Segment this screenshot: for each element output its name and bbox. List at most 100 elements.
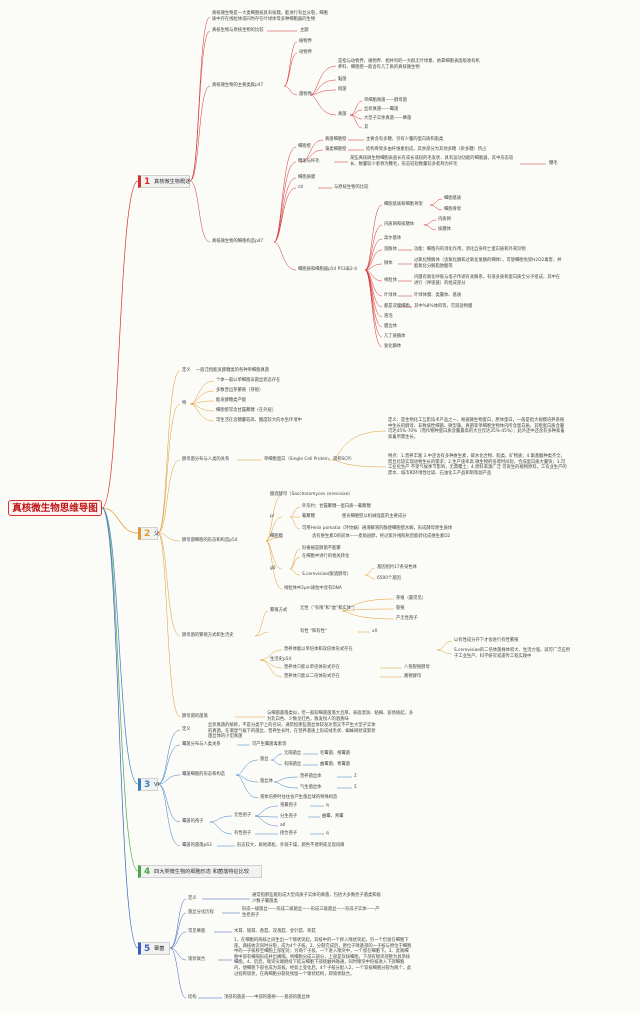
node-algae-wall[interactable]: 藻类细胞壁 <box>325 147 347 152</box>
node-other-type[interactable]: 其 <box>364 125 369 130</box>
node-life-3[interactable]: 营养体只能以二倍体形式存在 <box>284 674 340 679</box>
node-flagella[interactable]: 鞭毛与纤毛 <box>298 159 320 164</box>
node-microbody[interactable]: 微体 <box>384 261 393 266</box>
node-hyphal-development[interactable]: 菌丝分化历程 <box>188 910 214 915</box>
node-sexual-spores-mold[interactable]: 有性孢子 <box>234 831 252 836</box>
node-algae-wall-note[interactable]: 结构骨架多由纤维素组成，其余部分为其他多糖（杂多糖）所占 <box>366 147 487 152</box>
node-aerial-note[interactable]: Σ <box>354 785 357 790</box>
node-chitosome[interactable]: 几丁质酶体 <box>384 334 406 339</box>
node-yeast-def[interactable]: 一般泛指能发酵糖类的各种单细胞真菌 <box>196 368 270 373</box>
node-yeast-type[interactable]: 单细胞真菌——酵母菌 <box>364 98 407 103</box>
node-nonseptate[interactable]: 无隔菌丝 <box>284 751 302 756</box>
node-mold-type[interactable]: 丝状真菌——霉菌 <box>364 107 399 112</box>
node-er[interactable]: 内质网 <box>438 217 451 222</box>
node-yeast-colony[interactable]: 酵母菌的菌落 <box>182 714 208 719</box>
node-fungal-wall[interactable]: 真菌细胞壁 <box>325 137 347 142</box>
node-mold-spores[interactable]: 霉菌的孢子 <box>182 819 204 824</box>
node-asexual-spores[interactable]: 产无性孢子 <box>396 616 418 621</box>
node-clamp-connection[interactable]: 锁状联合 <box>188 957 206 962</box>
node-ctl-note[interactable]: 与原核生物的比较 <box>334 185 369 190</box>
node-saccharomycodes[interactable]: 路德酵母 <box>404 674 422 679</box>
node-vegetative-note[interactable]: Σ <box>354 774 357 779</box>
node-mold-def[interactable]: 丝状真菌的统称，不是分类学上的名词，通常指那些菌丝体较发达而又不产生大型子实体的… <box>208 723 376 740</box>
node-hydrogenosome[interactable]: 氢化酶体 <box>384 344 402 349</box>
node-cell-wall[interactable]: 细胞壁 <box>298 144 311 149</box>
node-vacuole[interactable]: 液泡 <box>384 314 393 319</box>
node-asexual[interactable]: 无性（"有限"和"虚"和实体"） <box>300 606 358 611</box>
node-mycelium[interactable]: 菌丝体 <box>260 779 273 784</box>
node-flagella-side[interactable]: 鞭毛 <box>549 161 558 166</box>
node-er-ribosome[interactable]: 内质网和核糖体 <box>384 222 415 227</box>
node-nucleus-label[interactable]: g0 <box>270 566 276 571</box>
node-mushroom-def-label[interactable]: 定义 <box>188 896 197 901</box>
node-common-mushrooms[interactable]: 常见蕈菌 <box>188 929 206 934</box>
node-sporangiospore-note[interactable]: q <box>326 803 329 808</box>
node-genes[interactable]: 6500个基因 <box>377 576 401 581</box>
node-organelles[interactable]: 细胞质和细胞器p54 P53表2-4 <box>298 267 358 272</box>
node-hyphal-development-note[interactable]: 形成一级菌丝——形成二级菌丝——形成三级菌丝——形成子实体——产生担孢子 <box>242 907 380 918</box>
node-mushroom-structure-note[interactable]: 顶部的菌盖——中部的菌柄——基部的菌丝体 <box>224 995 310 1000</box>
node-scp[interactable]: 单细胞蛋白（Single Cell Protein，简称SCP） <box>264 457 355 462</box>
node-mitochondria-note[interactable]: 内膜有氧化呼吸与电子传递有关酶系，有很多质和蛋白质全分子组成，其中在进行（呼吸链… <box>414 275 561 286</box>
node-yeast-membrane[interactable]: 细胞膜 <box>270 534 283 539</box>
node-asexual-spores-mold[interactable]: 无性孢子 <box>234 813 252 818</box>
node-chloroplast-note[interactable]: 叶绿体膜、类囊体、基质 <box>414 293 462 298</box>
node-fungal-wall-note[interactable]: 主要含有多糖，另有少量的蛋白质和脂类 <box>366 137 444 142</box>
node-life-2[interactable]: 营养体只能以单倍体形式存在 <box>284 665 340 670</box>
node-mycelial-pellet[interactable]: 液体培养时往往会产生菌丝球的特殊构造 <box>260 795 338 800</box>
node-yeast-distribution[interactable]: 酵母菌分布与人类的关系 <box>182 457 230 462</box>
node-flagella-note[interactable]: 某些真核微生物细胞表面长有或长或短的毛发状、具有运动功能的细胞器，其中形态较长、… <box>350 156 514 167</box>
node-cytomatrix[interactable]: 细胞基质 <box>444 196 462 201</box>
node-scp-definition[interactable]: 定义：是生物化工互影技术产品之一，根据微生物蛋白，原体蛋白，一般是指大规模培养系… <box>388 418 565 440</box>
node-lysosome-note[interactable]: 功能：细胞内的消化作用，消化自身死亡蛋白质和外来异物 <box>414 247 526 252</box>
node-sexual-x[interactable]: xX <box>372 629 378 634</box>
node-yeast-def-label[interactable]: 定义 <box>182 368 191 373</box>
node-compare[interactable]: 真核生物与原核生物的比较 <box>212 28 264 33</box>
node-vegetative-mycelium[interactable]: 营养菌丝体 <box>300 774 322 779</box>
node-septate-examples[interactable]: 曲霉菌、青霉菌 <box>320 762 351 767</box>
node-scp-features[interactable]: 特点：1.营养丰富 3.中还含有多种维生素，碳水化合物、脂类、矿物质；4.氨基酸… <box>388 454 567 476</box>
node-lomasome[interactable]: 膜边体 <box>384 324 397 329</box>
node-yeast-feature[interactable]: 多数营出芽繁殖（芽殖） <box>216 388 264 393</box>
node-mushroom-structure[interactable]: 结构 <box>188 995 197 1000</box>
node-fungi-kingdom[interactable]: 菌物界 <box>299 92 312 97</box>
node-schizosaccharomyces[interactable]: 八孢裂殖酵母 <box>404 665 430 670</box>
node-nonseptate-examples[interactable]: 毛霉菌、根霉菌 <box>320 751 351 756</box>
node-mold-colony-note[interactable]: 形态较大，质地疏松，外观干燥，颜色不透明或呈现肉眼 <box>237 843 345 848</box>
node-pseudofungi[interactable]: 假菌 <box>338 87 347 92</box>
node-plant[interactable]: 植物界 <box>299 39 312 44</box>
node-yeast-features-label[interactable]: 特 <box>182 401 187 406</box>
node-golgi[interactable]: 高尔基体 <box>384 236 402 241</box>
node-sporangiospore[interactable]: 孢囊孢子 <box>280 803 298 808</box>
node-yeast-feature[interactable]: 细胞壁常含甘露聚糖（在外层） <box>216 408 277 413</box>
node-budding[interactable]: 芽殖（最常见） <box>396 596 427 601</box>
node-nucleus-1[interactable]: 形植被是酵菌不能繁 <box>302 546 341 551</box>
node-mold-distribution-note[interactable]: 可产生霉菌毒素等 <box>252 742 287 747</box>
node-mold-def-label[interactable]: 定义 <box>182 727 191 732</box>
node-ctl[interactable]: ctl <box>298 185 304 190</box>
node-yeast-colony-note[interactable]: 与细菌菌落类似，但一般较细菌菌落大且厚，表面湿润、粘稠、容易挑起，多为乳白色、少… <box>267 711 414 722</box>
node-definition[interactable]: 真核微生物是一大类细胞核具有核膜，能进行有丝分裂，细胞质中存在线粒体或同时存在叶… <box>212 11 329 22</box>
node-yeast-morphology[interactable]: 酵母菌细胞的形态和构造p54 <box>182 538 238 543</box>
node-common-mushrooms-note[interactable]: 木耳、银耳、香菇、双孢菇、金针菇、草菇 <box>234 929 316 934</box>
node-conidium[interactable]: 分生孢子 <box>280 814 298 819</box>
node-septate[interactable]: 有隔菌丝 <box>284 762 302 767</box>
node-hypha[interactable]: 菌丝 <box>260 757 269 762</box>
node-spore-other[interactable]: a0 <box>280 823 286 828</box>
node-helix-pomatia[interactable]: 可用Helix pomatia（环纹蜗）通滑解液的酶使细胞壁水解，形成酵母原生质… <box>302 526 453 531</box>
node-slime-mold[interactable]: 黏菌 <box>338 77 347 82</box>
node-animal[interactable]: 动物界 <box>299 50 312 55</box>
node-glucan-note[interactable]: 使光细胞壁以机械强度的主要成分 <box>342 514 407 519</box>
node-membrane[interactable]: 细胞质膜 <box>298 175 316 180</box>
node-conidium-note[interactable]: 曲霉、青霉 <box>322 814 344 819</box>
node-cytoskeleton[interactable]: 细胞基质和细胞骨架 <box>384 202 423 207</box>
node-groups[interactable]: 真核微生物的主要类群p47 <box>212 83 264 88</box>
node-mushroom-def[interactable]: 通常指那些能形成大型肉质子实体的真菌，包括大多数担子菌类和极少数子囊菌类 <box>252 893 381 904</box>
node-zygospore[interactable]: 接合孢子 <box>280 831 298 836</box>
node-life-1a[interactable]: 以有性成分存下才会进行有性繁殖 <box>454 638 519 643</box>
node-fission[interactable]: 裂殖 <box>396 606 405 611</box>
